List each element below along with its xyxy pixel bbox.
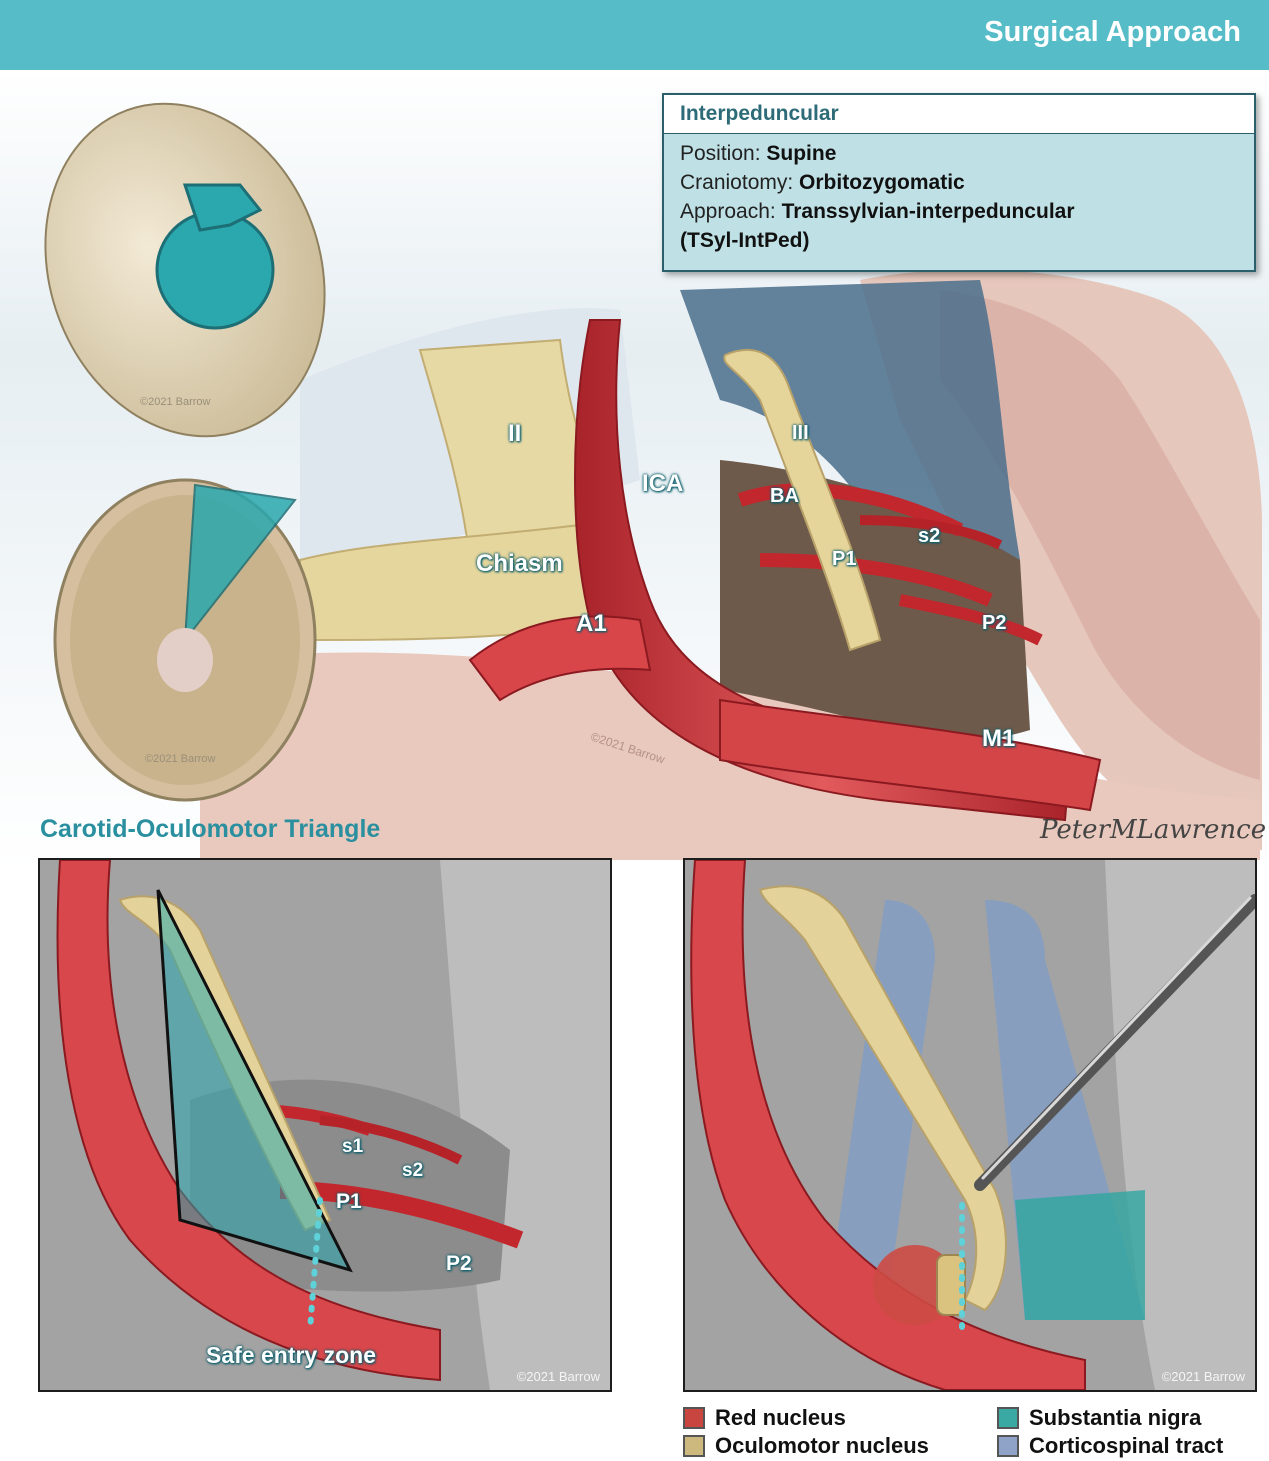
legend-label-substantia-nigra: Substantia nigra [1029,1405,1202,1430]
ica-panel-artery [56,860,441,1382]
legend-swatch-corticospinal-tract [997,1435,1019,1457]
approach-wedge [183,483,297,644]
s2-vessel [859,515,1003,550]
header-bar: Surgical Approach [0,0,1269,70]
header-title: Surgical Approach [984,16,1241,48]
right-panel-copyright: ©2021 Barrow [1161,1369,1245,1384]
section-title: Carotid-Oculomotor Triangle [40,815,381,843]
label-A1: A1 [576,610,607,637]
label-BA: BA [770,485,799,507]
oculomotor-nucleus [936,1254,966,1316]
label-III: III [792,422,809,444]
info-approach-abbrev: (TSyl-IntPed) [664,226,1254,255]
skull-base-view: ©2021 Barrow [53,478,317,802]
s2-panel-vessel [319,1115,463,1165]
label-II: II [508,420,522,447]
ica-artery [574,319,1072,822]
legend-label-oculomotor-nucleus: Oculomotor nucleus [715,1433,929,1458]
panel-label-s1: s1 [342,1136,364,1157]
nuclei-panel: ©2021 Barrow [683,858,1257,1392]
panel-label-P2: P2 [446,1252,472,1275]
skull-lateral-view: ©2021 Barrow [44,102,326,438]
approach-label: Approach: [680,200,782,223]
svg-text:©2021 Barrow: ©2021 Barrow [145,753,216,765]
position-value: Supine [766,142,837,165]
legend-swatch-red-nucleus [683,1407,705,1429]
position-label: Position: [680,142,767,165]
oculomotor-right-nerve [758,885,1007,1312]
safe-entry-dotted-line [307,1197,323,1333]
label-s2: s2 [918,525,941,547]
label-P1: P1 [832,548,857,570]
safe-entry-label: Safe entry zone [206,1342,376,1368]
legend-swatch-substantia-nigra [997,1407,1019,1429]
artist-signature: PeterMLawrence [1040,815,1267,845]
p1-vessel [759,553,993,607]
safety-triangle [156,889,353,1273]
legend-swatch-oculomotor-nucleus [683,1435,705,1457]
legend-label-corticospinal-tract: Corticospinal tract [1029,1433,1224,1458]
dissector-highlight [981,896,1252,1180]
m1-artery [719,698,1102,812]
corticospinal-tract-left [825,900,935,1320]
carotid-oculomotor-panel: s1 s2 P1 P2 Safe entry zone ©2021 Barrow [38,858,612,1392]
approach-info-box: Interpeduncular Position: Supine Craniot… [662,93,1256,272]
substantia-nigra [1015,1190,1145,1320]
info-box-title: Interpeduncular [664,95,1254,134]
legend-label-red-nucleus: Red nucleus [715,1405,846,1430]
nuclei-illustration [685,860,1255,1390]
dissector-instrument [974,894,1255,1191]
orbital-osteotomy [182,183,263,232]
label-chiasm: Chiasm [476,550,563,577]
approach-abbrev: (TSyl-IntPed) [680,229,810,252]
label-ICA: ICA [642,470,684,497]
info-approach: Approach: Transsylvian-interpeduncular [664,197,1254,226]
ba-vessels [737,483,964,537]
craniotomy-label: Craniotomy: [680,171,800,194]
label-P2: P2 [982,612,1007,634]
a1-artery [468,615,652,702]
info-craniotomy: Craniotomy: Orbitozygomatic [664,168,1254,197]
oculomotor-nerve-III [723,349,882,652]
dark-blue-membrane [680,280,1020,570]
approach-value: Transsylvian-interpeduncular [781,200,1075,223]
craniotomy-window [155,210,275,330]
label-M1: M1 [982,725,1016,752]
panel-label-P1: P1 [336,1190,362,1213]
ica-right-artery [690,860,1086,1390]
sylvian-tissue [940,290,1260,780]
left-panel-copyright: ©2021 Barrow [516,1369,600,1384]
craniotomy-value: Orbitozygomatic [799,171,965,194]
panel-label-s2: s2 [402,1160,424,1181]
triangle-illustration [40,860,610,1390]
info-position: Position: Supine [664,139,1254,168]
p2-vessel [898,594,1043,646]
svg-text:©2021 Barrow: ©2021 Barrow [140,396,211,408]
